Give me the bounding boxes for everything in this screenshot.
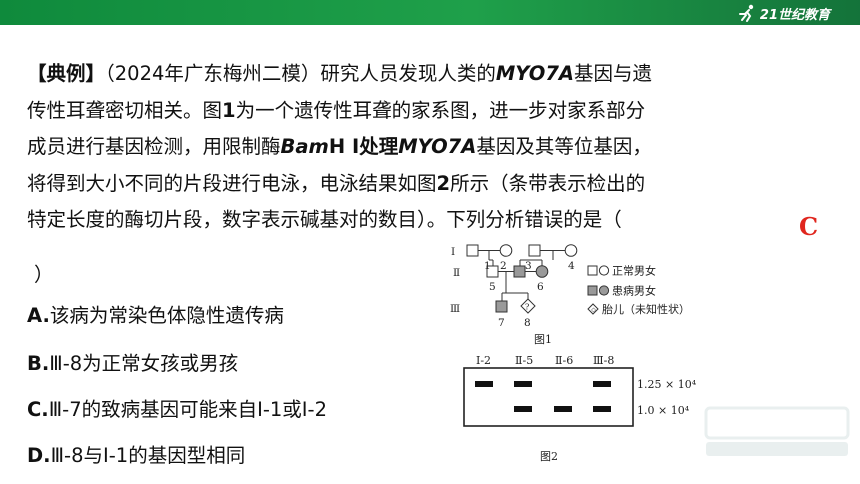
question-segment: H Ⅰ处理 xyxy=(328,135,399,158)
legend-fetus: 胎儿（未知性状） xyxy=(602,302,690,316)
gel-band-upper-2 xyxy=(514,381,532,387)
num-5: 5 xyxy=(489,281,496,293)
gel-band-upper-4 xyxy=(593,381,611,387)
figure2-caption: 图2 xyxy=(540,450,558,463)
gel-band-lower-3 xyxy=(554,406,572,412)
option-text: Ⅲ-8与Ⅰ-1的基因型相同 xyxy=(50,444,246,467)
runner-icon xyxy=(738,4,754,22)
gel-box xyxy=(463,367,634,427)
individual-8-fetus xyxy=(520,298,536,314)
num-4: 4 xyxy=(568,260,575,272)
lane-label-3: Ⅱ-6 xyxy=(555,354,573,367)
lane-label-2: Ⅱ-5 xyxy=(515,354,533,367)
gel-bands xyxy=(475,381,611,412)
close-paren: ） xyxy=(34,263,54,286)
logo-text: 21世纪教育 xyxy=(759,7,830,23)
figures: Ⅰ Ⅱ Ⅲ 1 2 3 4 5 6 7 8 ? ◇ 正常男女 患病男女 胎儿（未… xyxy=(450,244,697,463)
question-line: 将得到大小不同的片段进行电泳，电泳结果如图2所示（条带表示检出的 xyxy=(27,166,837,203)
individual-7 xyxy=(495,300,508,313)
header-bar: 21世纪教育 xyxy=(0,0,860,25)
figure1-caption: 图1 xyxy=(534,333,552,346)
pedigree-labels: Ⅰ Ⅱ Ⅲ 1 2 3 4 5 6 7 8 ? xyxy=(450,246,575,329)
option-text: Ⅲ-7的致病基因可能来自Ⅰ-1或Ⅰ-2 xyxy=(48,398,327,421)
question-segment: MYO7A xyxy=(398,135,477,158)
option-c[interactable]: C.Ⅲ-7的致病基因可能来自Ⅰ-1或Ⅰ-2 xyxy=(27,393,327,422)
question-segment: 传性耳聋密切相关。图 xyxy=(27,98,223,122)
question-line: 传性耳聋密切相关。图1为一个遗传性耳聋的家系图，进一步对家系部分 xyxy=(27,93,837,130)
question-segment: 所示（条带表示检出的 xyxy=(450,171,646,195)
individual-5b xyxy=(513,265,526,278)
question-segment: MYO7A xyxy=(495,62,574,85)
option-key: D. xyxy=(27,444,51,467)
question-segment: 将得到大小不同的片段进行电泳，电泳结果如图 xyxy=(27,171,437,195)
question-segment: 为一个遗传性耳聋的家系图，进一步对家系部分 xyxy=(235,98,646,122)
num-3: 3 xyxy=(525,260,532,272)
gel-band-lower-2 xyxy=(514,406,532,412)
option-key: C. xyxy=(27,398,49,421)
num-2: 2 xyxy=(500,260,507,272)
question-segment: 特定长度的酶切片段，数字表示碱基对的数目）。下列分析错误的是（ xyxy=(27,208,622,231)
gel-band-lower-4 xyxy=(593,406,611,412)
question-segment: 成员进行基因检测，用限制酶 xyxy=(27,135,281,158)
gen-label-1: Ⅰ xyxy=(451,246,455,258)
option-d[interactable]: D.Ⅲ-8与Ⅰ-1的基因型相同 xyxy=(27,439,245,468)
question-segment: 2 xyxy=(436,171,451,195)
pedigree-legend: ◇ xyxy=(587,265,610,315)
question-segment: Bam xyxy=(280,135,329,158)
question-stem: 【典例】（2024年广东梅州二模）研究人员发现人类的MYO7A基因与遗传性耳聋密… xyxy=(27,56,837,239)
legend-affected: 患病男女 xyxy=(612,284,656,298)
option-key: A. xyxy=(27,304,50,327)
option-b[interactable]: B.Ⅲ-8为正常女孩或男孩 xyxy=(27,347,238,376)
question-segment: 1 xyxy=(222,98,236,122)
watermark-logo xyxy=(704,406,850,456)
gen-label-2: Ⅱ xyxy=(453,267,460,279)
lane-label-4: Ⅲ-8 xyxy=(593,354,614,367)
option-text: Ⅲ-8为正常女孩或男孩 xyxy=(49,352,239,375)
question-segment: 【典例】 xyxy=(27,62,106,85)
pedigree-chart xyxy=(466,244,578,314)
legend-normal: 正常男女 xyxy=(612,264,656,278)
question-line: 特定长度的酶切片段，数字表示碱基对的数目）。下列分析错误的是（ xyxy=(27,202,837,239)
num-6: 6 xyxy=(537,281,544,293)
individual-4 xyxy=(564,244,578,257)
band-label-upper: 1.25 × 10⁴ xyxy=(637,378,697,391)
band-label-lower: 1.0 × 10⁴ xyxy=(637,404,690,417)
lane-label-1: Ⅰ-2 xyxy=(476,354,491,367)
num-1: 1 xyxy=(484,260,491,272)
brand-logo: 21世纪教育 xyxy=(736,3,830,23)
svg-text:◇: ◇ xyxy=(591,307,596,314)
individual-2 xyxy=(499,244,513,257)
num-7: 7 xyxy=(498,317,505,329)
gel-band-upper-1 xyxy=(475,381,493,387)
question-segment: （2024年广东梅州二模）研究人员发现人类的 xyxy=(105,62,496,85)
fetus-mark: ? xyxy=(525,303,529,312)
question-line: 成员进行基因检测，用限制酶BamH Ⅰ处理MYO7A基因及其等位基因， xyxy=(27,129,837,166)
individual-1 xyxy=(466,244,479,257)
question-segment: 基因与遗 xyxy=(573,62,652,85)
num-8: 8 xyxy=(524,317,531,329)
individual-6 xyxy=(535,265,549,278)
option-a[interactable]: A.该病为常染色体隐性遗传病 xyxy=(27,299,284,328)
question-segment: 基因及其等位基因， xyxy=(476,135,652,158)
answer-mark: C xyxy=(799,212,819,241)
gel-lane-labels: Ⅰ-2 Ⅱ-5 Ⅱ-6 Ⅲ-8 xyxy=(476,354,614,367)
gen-label-3: Ⅲ xyxy=(450,303,460,315)
option-text: 该病为常染色体隐性遗传病 xyxy=(49,304,284,327)
question-line: 【典例】（2024年广东梅州二模）研究人员发现人类的MYO7A基因与遗 xyxy=(27,56,837,93)
option-key: B. xyxy=(27,352,50,375)
individual-3 xyxy=(528,244,541,257)
